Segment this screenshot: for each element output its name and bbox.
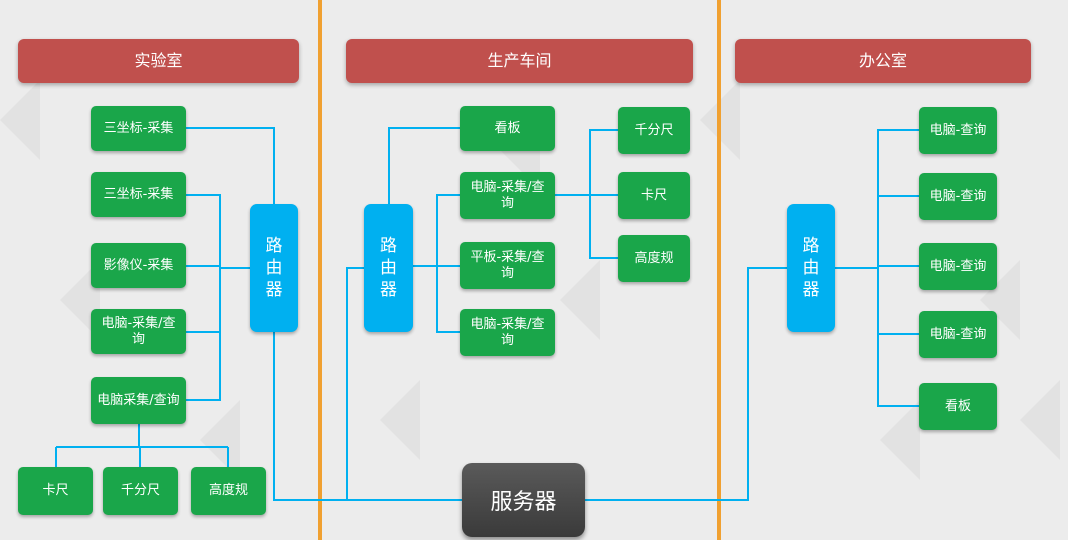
office-node-computer-2: 电脑-查询 [919, 173, 997, 220]
lab-node-computer: 电脑-采集/查询 [91, 309, 186, 354]
workshop-node-computer-2: 电脑-采集/查询 [460, 309, 555, 356]
header-lab: 实验室 [18, 39, 299, 83]
divider-right [717, 0, 721, 540]
lab-router: 路由器 [250, 204, 298, 332]
server: 服务器 [462, 463, 585, 537]
workshop-router: 路由器 [364, 204, 413, 332]
workshop-tool-micrometer: 千分尺 [618, 107, 690, 154]
workshop-router-label: 路由器 [380, 236, 397, 300]
office-node-board: 看板 [919, 383, 997, 430]
header-office: 办公室 [735, 39, 1031, 83]
workshop-tool-height-gauge: 高度规 [618, 235, 690, 282]
office-node-computer-1: 电脑-查询 [919, 107, 997, 154]
divider-left [318, 0, 322, 540]
lab-tool-caliper: 卡尺 [18, 467, 93, 515]
office-router-label: 路由器 [802, 236, 820, 300]
lab-router-label: 路由器 [265, 236, 283, 300]
workshop-node-computer: 电脑-采集/查询 [460, 172, 555, 219]
lab-node-computer-2: 电脑采集/查询 [91, 377, 186, 424]
lab-node-cmm-2: 三坐标-采集 [91, 172, 186, 217]
office-router: 路由器 [787, 204, 835, 332]
header-workshop: 生产车间 [346, 39, 693, 83]
office-node-computer-3: 电脑-查询 [919, 243, 997, 290]
lab-node-cmm-1: 三坐标-采集 [91, 106, 186, 151]
workshop-node-tablet: 平板-采集/查询 [460, 242, 555, 289]
workshop-node-board: 看板 [460, 106, 555, 151]
lab-tool-micrometer: 千分尺 [103, 467, 178, 515]
workshop-tool-caliper: 卡尺 [618, 172, 690, 219]
lab-node-imager: 影像仪-采集 [91, 243, 186, 288]
office-node-computer-4: 电脑-查询 [919, 311, 997, 358]
lab-tool-height-gauge: 高度规 [191, 467, 266, 515]
